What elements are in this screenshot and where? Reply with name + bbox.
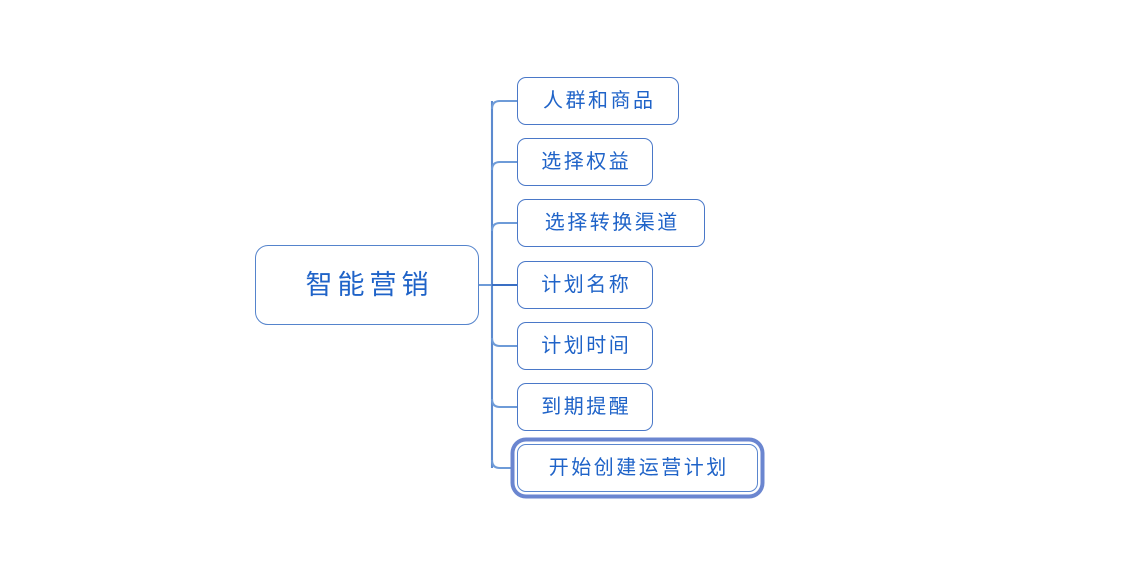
connector-elbow-5 bbox=[490, 337, 517, 348]
mindmap-root-node[interactable]: 智能营销 bbox=[255, 245, 479, 325]
mindmap-root-label: 智能营销 bbox=[305, 269, 434, 300]
mindmap-node-select-conversion-channel[interactable]: 选择转换渠道 bbox=[517, 199, 705, 247]
connector-elbow-3 bbox=[490, 221, 517, 232]
mindmap-node-select-benefits[interactable]: 选择权益 bbox=[517, 138, 653, 186]
connector-elbow-1 bbox=[490, 99, 517, 110]
mindmap-node-label: 选择权益 bbox=[541, 151, 632, 173]
mindmap-node-label: 计划名称 bbox=[541, 274, 632, 296]
mindmap-node-label: 到期提醒 bbox=[541, 396, 632, 418]
mindmap-node-label: 开始创建运营计划 bbox=[548, 457, 729, 479]
mindmap-node-people-and-products[interactable]: 人群和商品 bbox=[517, 77, 679, 125]
mindmap-node-start-create-operation-plan[interactable]: 开始创建运营计划 bbox=[517, 444, 758, 492]
mindmap-node-label: 计划时间 bbox=[541, 335, 632, 357]
mindmap-node-plan-name[interactable]: 计划名称 bbox=[517, 261, 653, 309]
connector-elbow-6 bbox=[490, 398, 517, 409]
connector-elbow-2 bbox=[490, 160, 517, 171]
mindmap-node-expiry-reminder[interactable]: 到期提醒 bbox=[517, 383, 653, 431]
mindmap-node-label: 选择转换渠道 bbox=[544, 212, 680, 234]
mindmap-node-label: 人群和商品 bbox=[543, 90, 656, 112]
connector-elbow-7 bbox=[490, 459, 517, 470]
mindmap-node-plan-time[interactable]: 计划时间 bbox=[517, 322, 653, 370]
